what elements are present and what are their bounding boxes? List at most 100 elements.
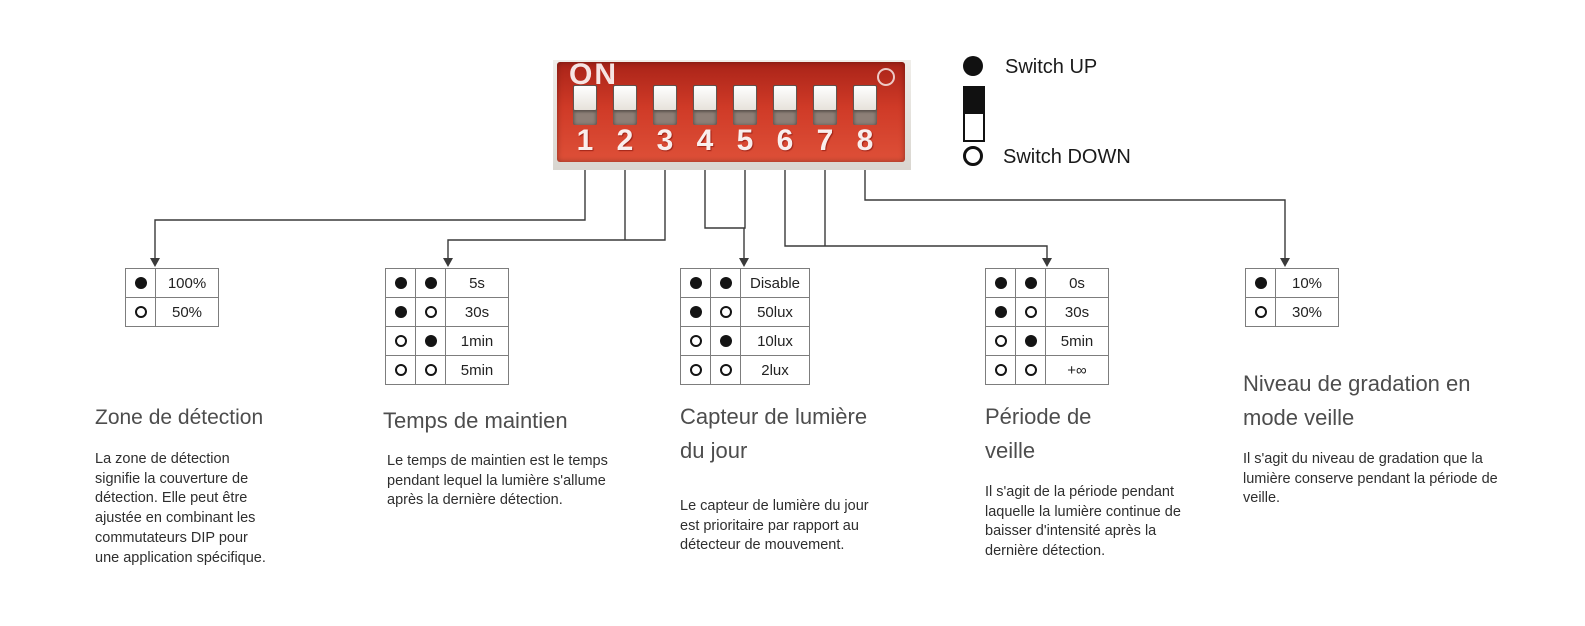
switch-state-dot	[385, 355, 416, 385]
table-row: 100%	[125, 268, 219, 298]
switch-state-dot	[710, 355, 741, 385]
table-row: 5min	[985, 326, 1109, 356]
table-value: 50%	[155, 297, 219, 327]
switch-state-dot	[710, 268, 741, 298]
dip-switch-7	[813, 85, 837, 125]
switch-number: 3	[656, 124, 674, 157]
switch-lever-top	[965, 88, 983, 114]
table-value: 10lux	[740, 326, 810, 356]
arrowhead	[1280, 258, 1290, 267]
dip-switch-4	[693, 85, 717, 125]
table-value: 30s	[1045, 297, 1109, 327]
dip-switch-2	[613, 85, 637, 125]
table-row: 30s	[985, 297, 1109, 327]
switch-state-dot	[680, 268, 711, 298]
section-desc-dim-level: Il s'agit du niveau de gradation que la …	[1243, 451, 1498, 507]
table-value: 50lux	[740, 297, 810, 327]
table-value: 0s	[1045, 268, 1109, 298]
table-value: +∞	[1045, 355, 1109, 385]
dip-switch-3	[653, 85, 677, 125]
table-value: Disable	[740, 268, 810, 298]
switch-state-dot	[415, 326, 446, 356]
switch-state-dot	[1015, 268, 1046, 298]
switch-state-dot	[985, 326, 1016, 356]
dip-switch-body: ON 1 2 3 4 5 6 7 8	[557, 58, 905, 162]
switch-state-dot	[415, 268, 446, 298]
switch-knob	[574, 86, 596, 110]
switch-number: 4	[696, 124, 714, 157]
section-title-dim-level: Niveau de gradation en mode veille	[1243, 371, 1471, 431]
switch-state-dot	[1015, 355, 1046, 385]
switch-state-dot	[1015, 297, 1046, 327]
mold-mark-icon	[877, 68, 895, 86]
switch-number: 2	[616, 124, 634, 157]
table-value: 30%	[1275, 297, 1339, 327]
standby-period-table: 0s 30s 5min +∞	[985, 268, 1109, 385]
switch-state-dot	[1245, 297, 1276, 327]
arrowhead	[739, 258, 749, 267]
table-value: 10%	[1275, 268, 1339, 298]
switch-state-dot	[985, 268, 1016, 298]
daylight-sensor-table: Disable 50lux 10lux 2lux	[680, 268, 810, 385]
switch-up-icon	[963, 56, 983, 76]
switch-state-dot	[680, 355, 711, 385]
arrowhead	[1042, 258, 1052, 267]
section-title-hold-time: Temps de maintien	[383, 408, 568, 433]
switch-knob	[694, 86, 716, 110]
table-value: 5s	[445, 268, 509, 298]
section-desc-zone: La zone de détection signifie la couvert…	[95, 451, 266, 566]
dip-switch-6	[773, 85, 797, 125]
switch-knob	[854, 86, 876, 110]
table-row: 10lux	[680, 326, 810, 356]
switch-state-dot	[385, 326, 416, 356]
table-value: 100%	[155, 268, 219, 298]
switch-knob	[614, 86, 636, 110]
switch-state-dot	[680, 297, 711, 327]
switch-number: 6	[776, 124, 794, 157]
table-value: 1min	[445, 326, 509, 356]
switch-state-dot	[415, 355, 446, 385]
switch-knob	[654, 86, 676, 110]
arrowhead	[150, 258, 160, 267]
section-title-zone: Zone de détection	[95, 406, 264, 429]
hold-time-table: 5s 30s 1min 5min	[385, 268, 509, 385]
switch-state-dot	[710, 326, 741, 356]
switch-lever-icon	[963, 86, 985, 142]
section-title-standby: Période de veille	[985, 404, 1092, 464]
table-row: 50lux	[680, 297, 810, 327]
switch-state-dot	[710, 297, 741, 327]
table-row: 10%	[1245, 268, 1339, 298]
switch-number: 8	[856, 124, 874, 157]
switch-state-dot	[985, 355, 1016, 385]
switch-state-dot	[385, 297, 416, 327]
table-row: +∞	[985, 355, 1109, 385]
table-row: 1min	[385, 326, 509, 356]
dip-switch-photo: ON 1 2 3 4 5 6 7 8	[553, 58, 911, 170]
line-switch4-5-stubs	[704, 170, 746, 229]
table-row: 30%	[1245, 297, 1339, 327]
table-row: 2lux	[680, 355, 810, 385]
switch-knob	[774, 86, 796, 110]
section-desc-hold-time: Le temps de maintien est le temps pendan…	[387, 453, 608, 509]
switch-knob	[734, 86, 756, 110]
section-title-daylight: Capteur de lumière du jour	[680, 404, 868, 464]
switch-state-dot	[125, 268, 156, 298]
switch-knob	[814, 86, 836, 110]
section-desc-daylight: Le capteur de lumière du jour est priori…	[680, 498, 869, 554]
table-row: 50%	[125, 297, 219, 327]
line-to-dim-level-table	[864, 170, 1286, 259]
dip-switch-5	[733, 85, 757, 125]
table-value: 2lux	[740, 355, 810, 385]
table-row: 0s	[985, 268, 1109, 298]
line-to-hold-time-table	[447, 170, 666, 259]
line-to-zone-table	[154, 170, 586, 259]
table-value: 30s	[445, 297, 509, 327]
switch-state-dot	[1015, 326, 1046, 356]
dip-switch-1	[573, 85, 597, 125]
switch-number: 1	[576, 124, 594, 157]
switch-state-dot	[1245, 268, 1276, 298]
line-to-standby-period-table	[784, 170, 1048, 259]
switch-state-dot	[985, 297, 1016, 327]
legend-down-label: Switch DOWN	[1003, 146, 1131, 168]
